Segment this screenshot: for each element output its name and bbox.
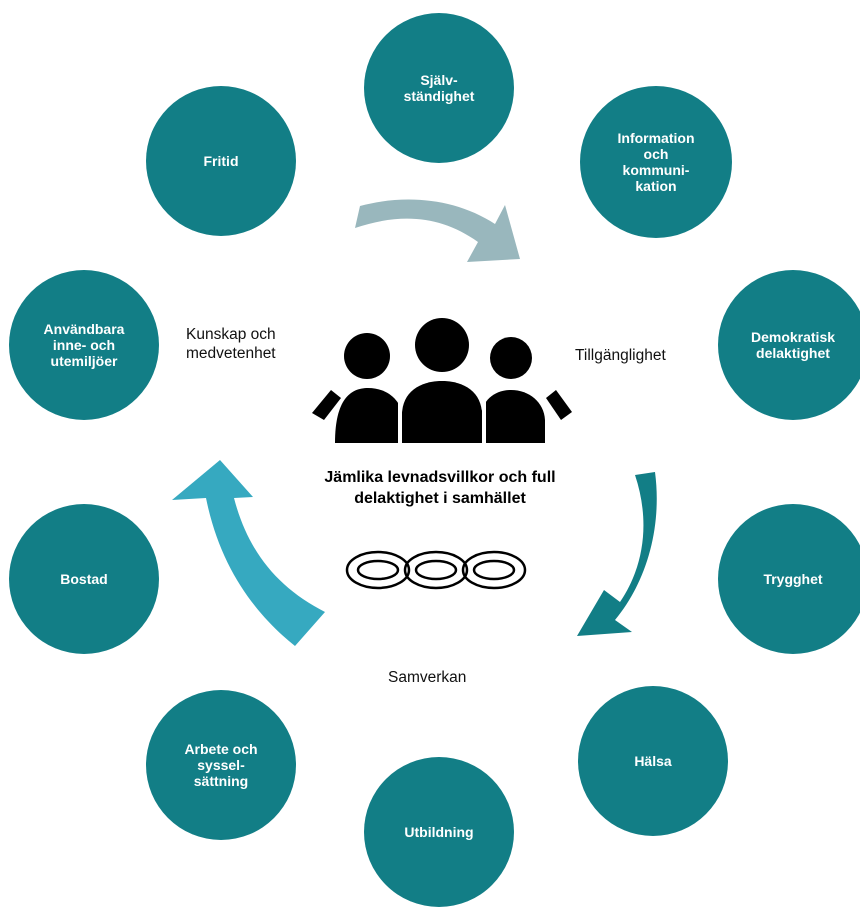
circle-sjalvstandighet: Själv- ständighet (364, 13, 514, 163)
label-kunskap: Kunskap och medvetenhet (186, 326, 276, 363)
arrow-right (577, 472, 657, 636)
circle-information: Information och kommuni- kation (580, 86, 732, 238)
circle-utbildning: Utbildning (364, 757, 514, 907)
arrow-left (172, 460, 325, 646)
circle-halsa: Hälsa (578, 686, 728, 836)
arrow-top (355, 199, 520, 262)
circle-arbete: Arbete och syssel- sättning (146, 690, 296, 840)
circle-demokratisk: Demokratisk delaktighet (718, 270, 860, 420)
label-samverkan: Samverkan (388, 669, 467, 686)
circle-anvandbara: Användbara inne- och utemiljöer (9, 270, 159, 420)
center-title: Jämlika levnadsvillkor och full delaktig… (324, 469, 556, 507)
circle-fritid: Fritid (146, 86, 296, 236)
label-tillganglighet: Tillgänglighet (575, 347, 666, 364)
circle-bostad: Bostad (9, 504, 159, 654)
circle-trygghet: Trygghet (718, 504, 860, 654)
